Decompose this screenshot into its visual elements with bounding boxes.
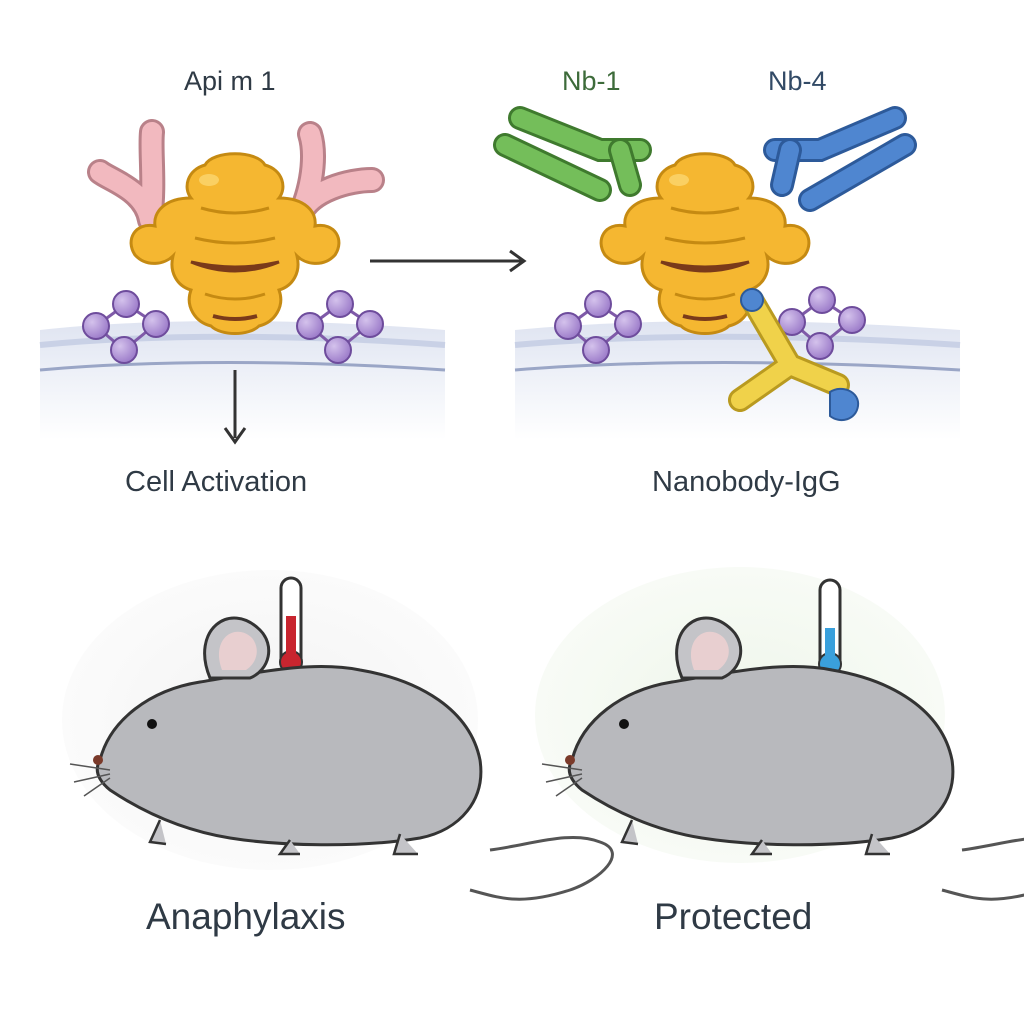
label-protected: Protected [654,896,813,937]
nanobody-nb1 [493,106,652,202]
label-cell-activation: Cell Activation [125,466,308,498]
left-ige-antibody [87,119,166,233]
nanobody-igg [728,288,860,422]
label-nanobody-igg: Nanobody-IgG [652,466,841,498]
label-nanobody-4: Nb-4 [768,66,827,96]
thermometer-hot-icon [279,576,303,674]
transition-arrow [370,249,527,273]
label-anaphylaxis: Anaphylaxis [146,896,346,937]
nanobody-nb4 [763,106,917,212]
activation-arrow [223,370,247,445]
label-nanobody-1: Nb-1 [562,66,621,96]
left-ige-antibody-2 [287,121,385,228]
thermometer-cool-icon [818,578,842,676]
label-allergen: Api m 1 [184,66,276,96]
